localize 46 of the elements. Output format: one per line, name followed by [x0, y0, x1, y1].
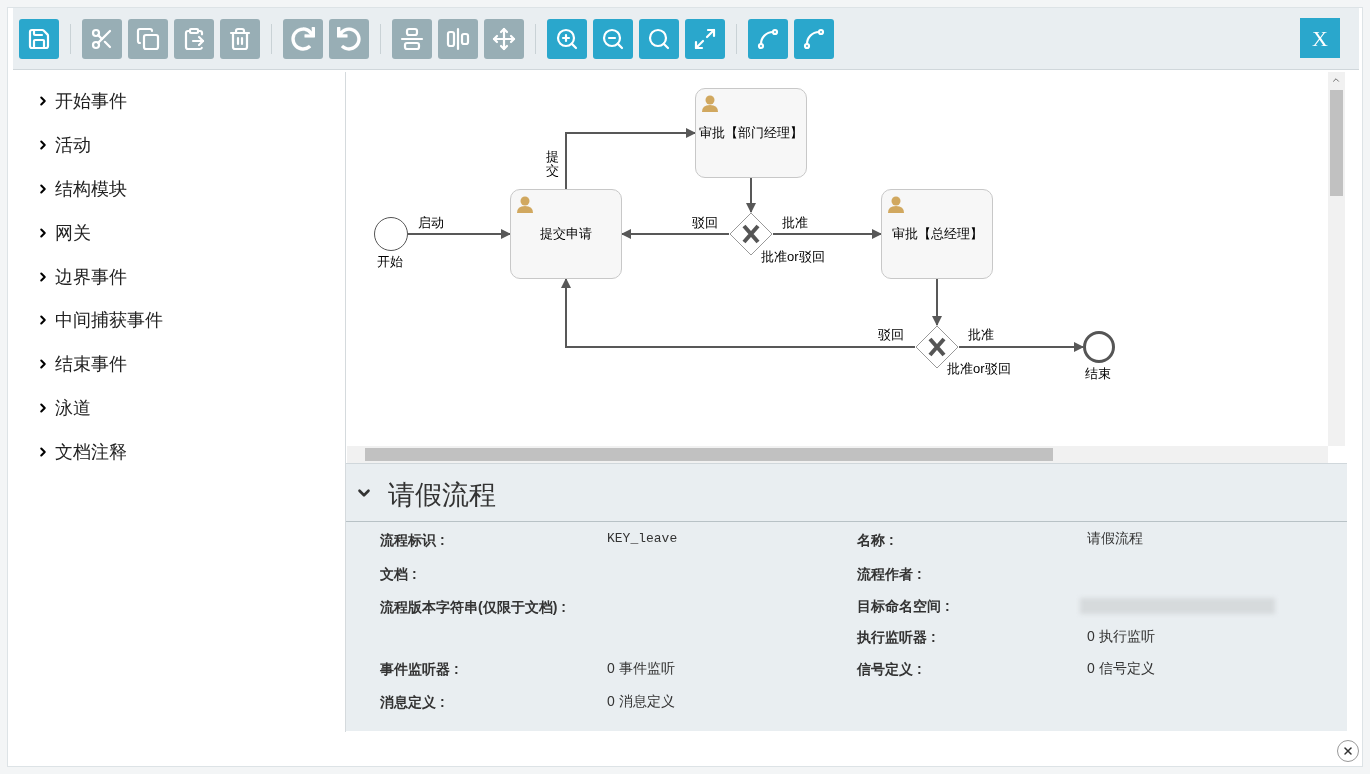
sequence-flow-arrow	[746, 177, 756, 213]
palette-item: 中间捕获事件	[55, 309, 163, 332]
palette-item: 网关	[55, 222, 91, 245]
node-caption: 开始	[377, 253, 403, 271]
node-caption: 批准or驳回	[947, 360, 1011, 378]
palette-item: 结构模块	[55, 178, 127, 201]
close-button: X	[1300, 18, 1340, 58]
sequence-flow-arrow	[932, 278, 942, 326]
property-label: 文档 :	[380, 565, 417, 584]
sequence-flow-arrow	[621, 229, 730, 239]
property-value: 请假流程	[1087, 529, 1143, 548]
palette-item: 开始事件	[55, 90, 127, 113]
task-label: 审批【部门经理】	[699, 124, 803, 143]
user-task-box	[695, 88, 807, 178]
task-label: 审批【总经理】	[891, 225, 983, 244]
palette-item: 结束事件	[55, 353, 127, 376]
user-task-box	[510, 189, 622, 279]
node-caption: 结束	[1085, 365, 1111, 383]
sequence-flow-arrow	[561, 278, 916, 348]
user-task-box	[881, 189, 993, 279]
palette-item: 文档注释	[55, 441, 127, 464]
palette-item: 活动	[55, 134, 91, 157]
property-label: 名称 :	[857, 531, 894, 550]
property-label: 执行监听器 :	[857, 628, 936, 647]
property-label: 信号定义 :	[857, 660, 922, 679]
palette-item: 边界事件	[55, 266, 127, 289]
property-value: 0 执行监听	[1087, 627, 1155, 646]
edge-label: 提交	[545, 150, 561, 179]
palette-item: 泳道	[55, 397, 91, 420]
property-label: 消息定义 :	[380, 693, 445, 712]
property-label: 流程作者 :	[857, 565, 922, 584]
property-value: 0 信号定义	[1087, 659, 1155, 678]
property-label: 目标命名空间 :	[857, 597, 950, 616]
property-label: 流程标识 :	[380, 531, 445, 550]
property-value: KEY_leave	[607, 530, 678, 548]
task-label: 提交申请	[540, 225, 592, 244]
sequence-flow-arrow	[958, 342, 1084, 352]
node-caption: 批准or驳回	[761, 248, 825, 266]
sequence-flow-arrow	[772, 229, 882, 239]
property-value: 0 事件监听	[607, 659, 675, 678]
panel-title: 请假流程	[388, 478, 496, 512]
property-label: 事件监听器 :	[380, 660, 459, 679]
property-value: 0 消息定义	[607, 692, 675, 711]
property-label: 流程版本字符串(仅限于文档) :	[380, 598, 567, 617]
sequence-flow-arrow	[565, 128, 696, 190]
sequence-flow-arrow	[407, 229, 511, 239]
